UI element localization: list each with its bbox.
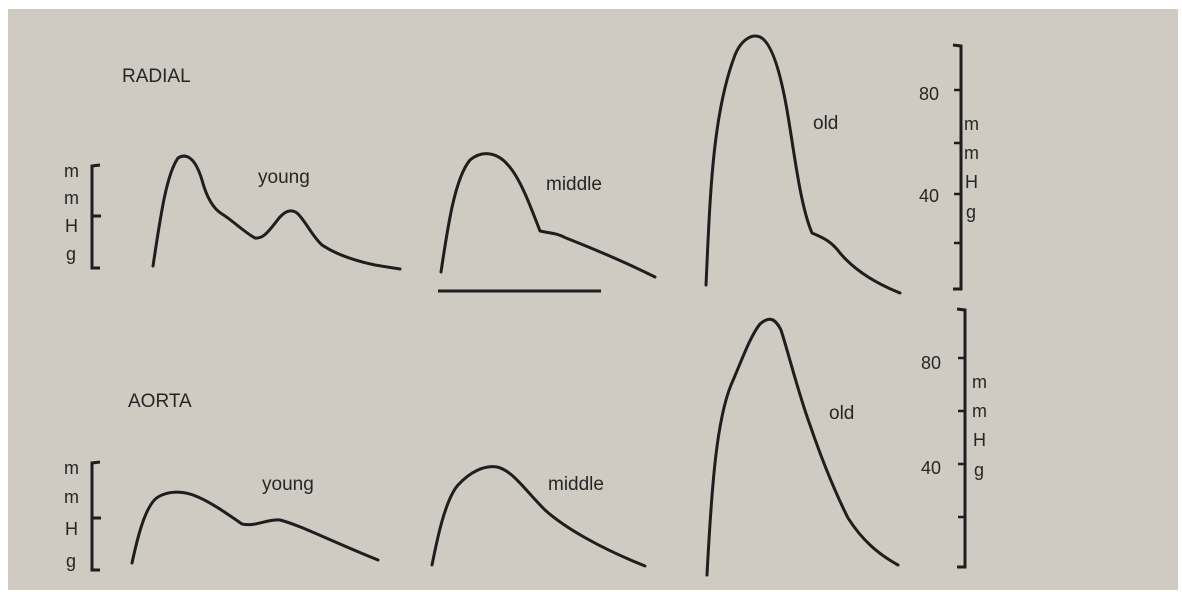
radial-unit-letter-3: H — [65, 216, 78, 236]
aorta-middle-label: middle — [548, 474, 604, 495]
radial-scale-letter-1: m — [964, 114, 979, 134]
aorta-unit-letter-4: g — [66, 551, 76, 571]
aorta-scale-letter-4: g — [974, 460, 984, 480]
aorta-scale-letter-2: m — [972, 401, 987, 421]
radial-middle-label: middle — [546, 174, 602, 195]
aorta-pressure-scale — [956, 307, 967, 569]
aorta-young-waveform — [130, 490, 380, 565]
aorta-unit-letter-2: m — [64, 487, 79, 507]
aorta-middle-waveform — [430, 465, 647, 568]
radial-scale-tick-40: 40 — [919, 186, 939, 206]
aorta-old-waveform — [705, 317, 900, 577]
radial-unit-letter-1: m — [64, 161, 79, 181]
aorta-unit-letter-1: m — [64, 458, 79, 478]
radial-old-label: old — [813, 113, 838, 134]
aorta-scale-letter-3: H — [973, 430, 986, 450]
radial-pressure-scale — [952, 43, 963, 291]
radial-scale-letter-4: g — [966, 202, 976, 222]
radial-scale-letter-3: H — [965, 172, 978, 192]
radial-scale-letter-2: m — [964, 143, 979, 163]
aorta-young-label: young — [262, 474, 314, 495]
radial-unit-letter-4: g — [66, 244, 76, 264]
radial-old-waveform — [704, 34, 902, 295]
aorta-scale-tick-80: 80 — [921, 353, 941, 373]
aorta-scale-letter-1: m — [972, 372, 987, 392]
figure-page: RADIAL AORTA m m H g m m H g young middl… — [8, 9, 1178, 590]
aorta-unit-bar — [90, 460, 101, 572]
aorta-old-label: old — [829, 403, 854, 424]
radial-unit-letter-2: m — [64, 188, 79, 208]
aorta-scale-tick-40: 40 — [921, 458, 941, 478]
radial-young-label: young — [258, 167, 310, 188]
radial-middle-waveform — [439, 152, 657, 279]
aorta-row-title: AORTA — [128, 391, 192, 412]
radial-row-title: RADIAL — [122, 66, 191, 87]
radial-unit-bar — [90, 163, 101, 270]
pressure-waveform-figure: RADIAL AORTA m m H g m m H g young middl… — [64, 34, 987, 577]
radial-young-waveform — [151, 154, 402, 271]
radial-scale-tick-80: 80 — [919, 84, 939, 104]
aorta-unit-letter-3: H — [65, 519, 78, 539]
